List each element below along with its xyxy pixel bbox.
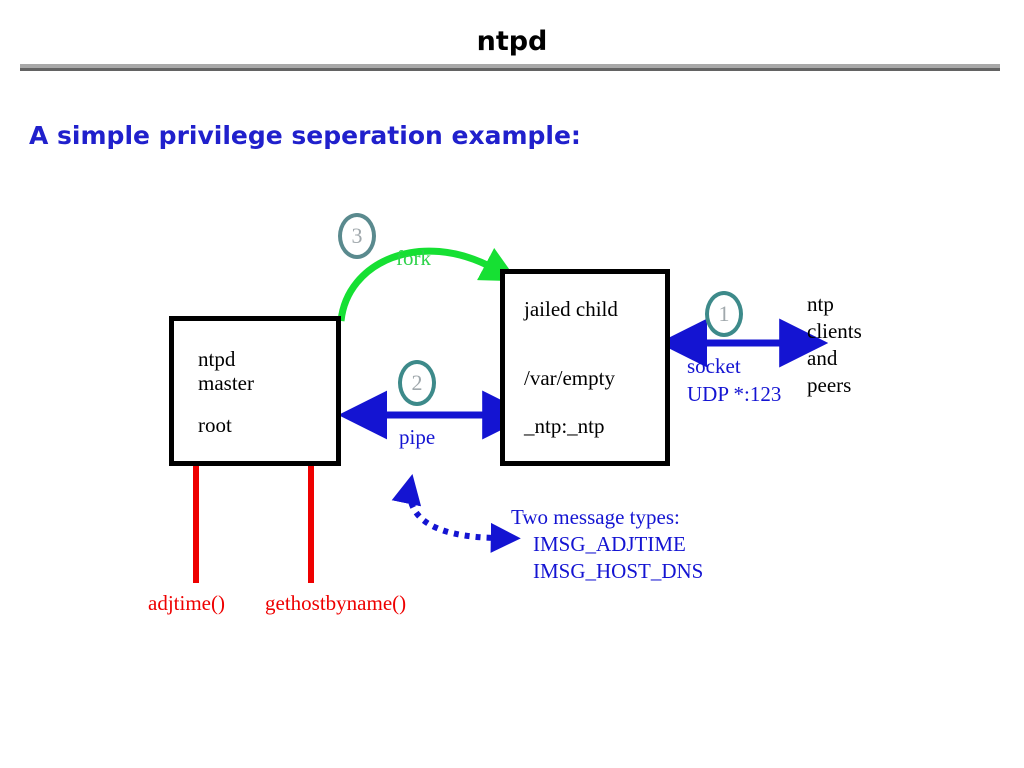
ntp-clients-line-3: and (807, 346, 838, 370)
master-label-role: master (198, 371, 254, 395)
page-title: ntpd (476, 26, 548, 57)
message-type-adjtime: IMSG_ADJTIME (533, 532, 686, 556)
step-marker-1: 1 (705, 291, 743, 337)
process-box-master: ntpd master root (169, 316, 341, 466)
subtitle-text: A simple privilege seperation example: (29, 121, 581, 150)
message-callout-arrow (391, 473, 521, 553)
title-divider (20, 64, 1000, 71)
udp-port-label: UDP *:123 (687, 382, 782, 406)
syscall-connectors (193, 466, 314, 583)
pipe-label: pipe (399, 425, 436, 449)
ntp-clients-block: ntp clients and peers (807, 291, 862, 399)
ntp-clients-line-1: ntp (807, 292, 834, 316)
step-marker-2: 2 (398, 360, 436, 406)
master-label-name: ntpd (198, 347, 236, 371)
child-label-user: _ntp:_ntp (524, 414, 605, 438)
syscall-label-adjtime: adjtime() (148, 591, 225, 615)
child-label-name: jailed child (524, 297, 618, 321)
message-types-block: Two message types: IMSG_ADJTIME IMSG_HOS… (511, 504, 703, 585)
child-label-chroot: /var/empty (524, 366, 615, 390)
ntp-clients-line-4: peers (807, 373, 852, 397)
socket-label: socket (687, 354, 741, 378)
step-marker-3: 3 (338, 213, 376, 259)
message-types-title: Two message types: (511, 505, 680, 529)
message-type-host-dns: IMSG_HOST_DNS (533, 559, 704, 583)
fork-label: fork (396, 246, 431, 270)
ntp-clients-line-2: clients (807, 319, 862, 343)
process-box-jailed-child: jailed child /var/empty _ntp:_ntp (500, 269, 670, 466)
syscall-label-gethostbyname: gethostbyname() (265, 591, 407, 615)
master-label-user: root (198, 413, 232, 437)
